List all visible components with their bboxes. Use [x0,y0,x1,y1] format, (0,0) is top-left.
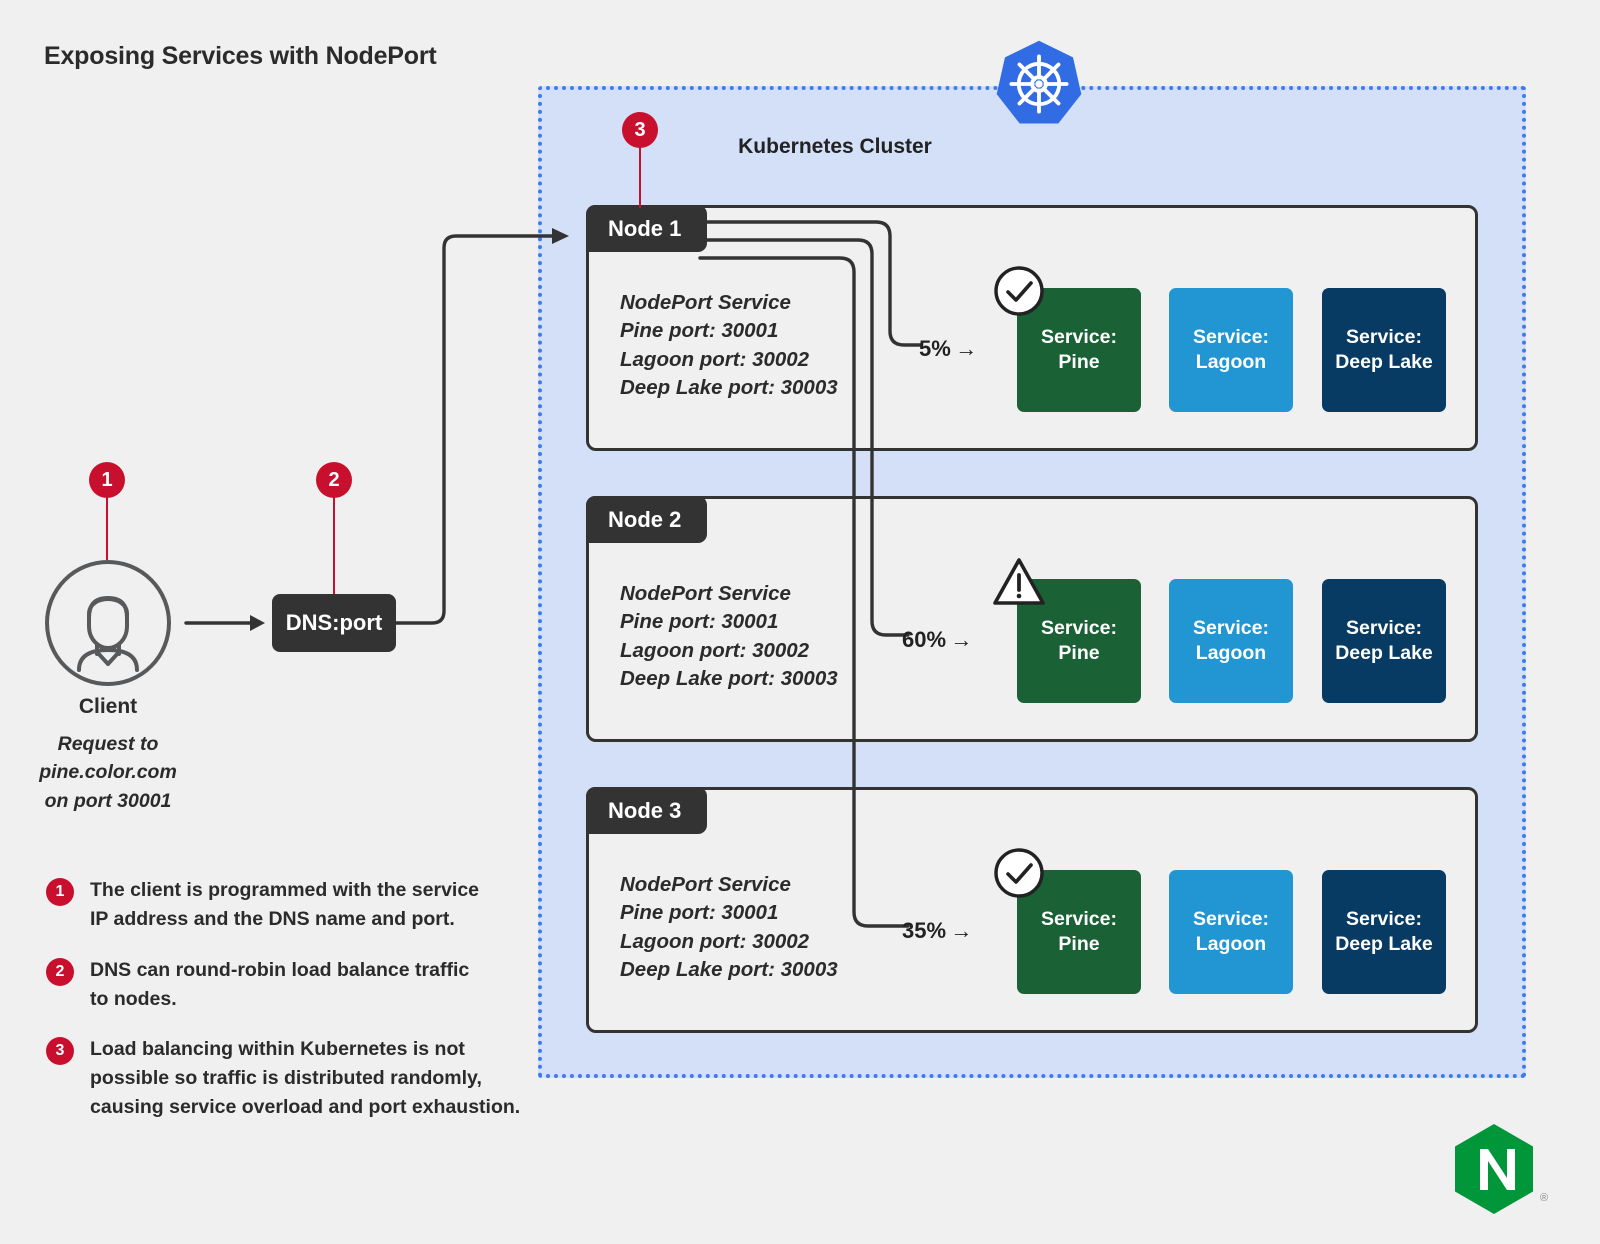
service-chip-deep-lake[interactable]: Service: Deep Lake [1322,579,1446,703]
legend-list: 1 The client is programmed with the serv… [46,876,536,1144]
node-1-traffic-percent: 5% → [919,336,978,361]
marker-2-stem [333,496,335,594]
node-1-nodeport-info: NodePort Service Pine port: 30001 Lagoon… [620,291,838,399]
legend-item-2: 2 DNS can round-robin load balance traff… [46,956,536,1014]
marker-3-stem [639,146,641,208]
node-3-nodeport-info: NodePort Service Pine port: 30001 Lagoon… [620,873,838,981]
legend-text-1: The client is programmed with the servic… [90,879,480,930]
marker-2: 2 [316,462,352,498]
kubernetes-helm-icon [993,38,1085,130]
service-chip-deep-lake[interactable]: Service: Deep Lake [1322,870,1446,994]
node-3-traffic-percent: 35% → [902,918,973,943]
node-2-nodeport-info: NodePort Service Pine port: 30001 Lagoon… [620,582,838,690]
legend-item-1: 1 The client is programmed with the serv… [46,876,536,934]
legend-badge-2: 2 [46,957,74,986]
warning-triangle-icon [993,556,1045,608]
legend-text-3: Load balancing within Kubernetes is not … [90,1038,521,1119]
node-2-tag: Node 2 [586,496,708,544]
legend-badge-3: 3 [46,1037,74,1066]
node-card-2: Node 2 NodePort Service Pine port: 30001… [586,496,1478,742]
service-chip-pine[interactable]: Service: Pine [1017,870,1141,994]
page-title: Exposing Services with NodePort [44,42,437,70]
client-avatar [45,560,171,686]
legend-item-3: 3 Load balancing within Kubernetes is no… [46,1035,536,1122]
cluster-label-row: Kubernetes Cluster [0,135,1600,159]
node-card-1: Node 1 NodePort Service Pine port: 30001… [586,205,1478,451]
nginx-logo [1452,1122,1536,1216]
marker-3: 3 [622,112,658,148]
node-3-tag: Node 3 [586,787,708,835]
client-label: Client [78,695,138,718]
marker-1-stem [106,496,108,560]
dns-port-box[interactable]: DNS:port [272,594,396,652]
node-1-tag: Node 1 [586,205,708,253]
check-circle-icon [993,847,1045,899]
nginx-trademark: ® [1540,1192,1549,1204]
legend-text-2: DNS can round-robin load balance traffic… [90,958,470,1010]
service-chip-deep-lake[interactable]: Service: Deep Lake [1322,288,1446,412]
service-chip-lagoon[interactable]: Service: Lagoon [1169,579,1293,703]
check-circle-icon [993,265,1045,317]
service-chip-lagoon[interactable]: Service: Lagoon [1169,870,1293,994]
client-request-note: Request to pine.color.com on port 30001 [39,733,177,812]
service-chip-pine[interactable]: Service: Pine [1017,288,1141,412]
service-chip-lagoon[interactable]: Service: Lagoon [1169,288,1293,412]
node-card-3: Node 3 NodePort Service Pine port: 30001… [586,787,1478,1033]
legend-badge-1: 1 [46,878,74,906]
marker-1: 1 [89,462,125,498]
cluster-label: Kubernetes Cluster [738,135,932,158]
node-2-traffic-percent: 60% → [902,627,973,652]
